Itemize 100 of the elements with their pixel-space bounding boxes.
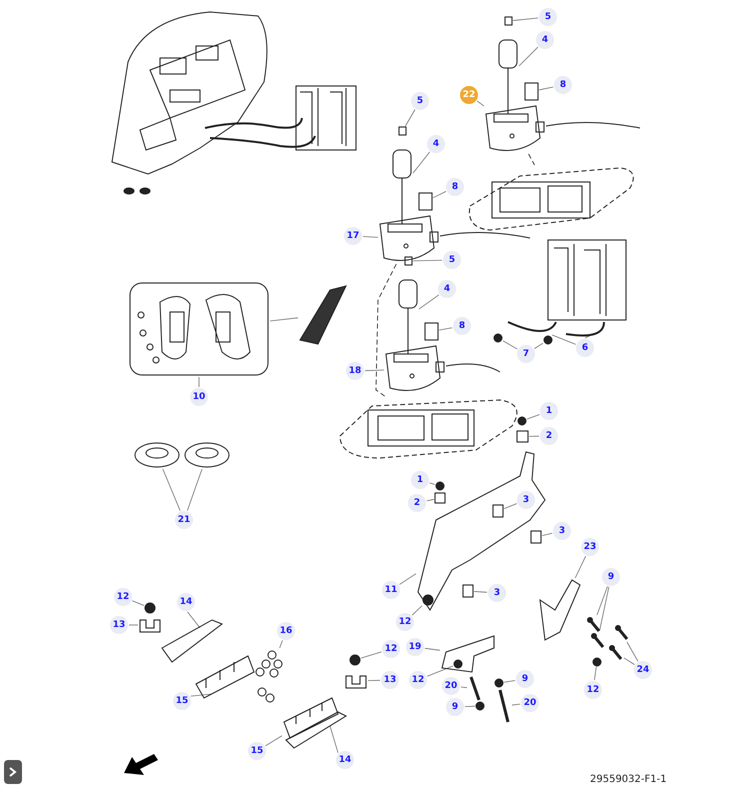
callout-number: 14 xyxy=(336,751,354,769)
leader-line xyxy=(360,652,382,659)
lever-grip xyxy=(391,148,413,226)
callout-number: 3 xyxy=(553,522,571,540)
leader-line xyxy=(526,414,540,420)
callout-number: 15 xyxy=(173,692,191,710)
leader-line xyxy=(424,648,440,651)
screw xyxy=(418,192,433,211)
leader-line xyxy=(270,317,298,322)
knob xyxy=(404,256,413,266)
leader-line xyxy=(198,376,200,388)
leader-line xyxy=(464,706,476,707)
leader-line xyxy=(132,600,144,606)
spacer xyxy=(516,430,529,443)
callout-number: 12 xyxy=(382,640,400,658)
leader-line xyxy=(574,556,586,578)
nut xyxy=(144,602,156,614)
clip xyxy=(493,332,503,344)
callout-number: 22 xyxy=(460,86,478,104)
bracket xyxy=(440,634,496,674)
screw xyxy=(530,530,542,544)
callout-number: 4 xyxy=(438,280,456,298)
callout-number: 15 xyxy=(248,742,266,760)
callout-number: 8 xyxy=(453,317,471,335)
callout-number: 1 xyxy=(411,471,429,489)
callout-number: 20 xyxy=(521,694,539,712)
bolt xyxy=(607,643,624,662)
leader-line xyxy=(599,586,610,632)
leader-line xyxy=(364,370,384,372)
callout-number: 11 xyxy=(382,581,400,599)
leader-line xyxy=(412,605,422,616)
nut xyxy=(435,481,445,491)
nut xyxy=(349,654,361,666)
callout-number: 12 xyxy=(584,681,602,699)
callout-number: 14 xyxy=(177,593,195,611)
leader-line xyxy=(432,191,446,198)
bolt xyxy=(613,623,630,642)
callout-number: 1 xyxy=(540,402,558,420)
bracket xyxy=(538,578,582,642)
leader-line xyxy=(412,260,442,262)
callout-number: 2 xyxy=(408,494,426,512)
callout-number: 13 xyxy=(110,616,128,634)
callout-number: 21 xyxy=(175,511,193,529)
leader-line xyxy=(552,334,576,345)
callout-number: 4 xyxy=(427,135,445,153)
panel-kit-drawing xyxy=(128,281,270,377)
leader-line xyxy=(594,666,597,680)
nut xyxy=(475,701,485,711)
callout-number: 18 xyxy=(346,362,364,380)
leader-line xyxy=(186,468,202,511)
callout-number: 3 xyxy=(517,491,535,509)
callout-number: 5 xyxy=(443,251,461,269)
callout-number: 13 xyxy=(381,671,399,689)
callout-number: 20 xyxy=(442,677,460,695)
callout-number: 10 xyxy=(190,388,208,406)
leader-line xyxy=(512,704,520,706)
callout-number: 24 xyxy=(634,661,652,679)
leader-line xyxy=(502,340,518,350)
callout-number: 8 xyxy=(554,76,572,94)
callout-number: 3 xyxy=(488,584,506,602)
callout-number: 7 xyxy=(517,345,535,363)
clip xyxy=(543,334,553,346)
callout-number: 4 xyxy=(536,31,554,49)
leader-line xyxy=(542,532,553,536)
callout-number: 12 xyxy=(114,588,132,606)
callout-number: 8 xyxy=(446,178,464,196)
leader-line xyxy=(362,236,378,238)
callout-number: 12 xyxy=(396,613,414,631)
leader-line xyxy=(405,109,416,126)
leader-line xyxy=(398,573,416,585)
leader-line xyxy=(512,18,538,21)
callout-number: 12 xyxy=(409,671,427,689)
knob xyxy=(504,16,513,26)
screw xyxy=(492,504,504,518)
grommet xyxy=(133,441,181,469)
leader-line xyxy=(474,591,488,593)
leader-line xyxy=(504,503,518,510)
leader-line xyxy=(538,86,554,90)
leader-line xyxy=(528,436,540,437)
leader-line xyxy=(534,342,544,350)
leader-line xyxy=(460,686,468,688)
leader-line xyxy=(624,658,635,666)
callout-number: 16 xyxy=(277,622,295,640)
leader-line xyxy=(504,680,516,683)
screw xyxy=(462,584,474,598)
callout-number: 2 xyxy=(540,427,558,445)
screw xyxy=(524,82,539,101)
leader-line xyxy=(518,46,538,66)
leader-line xyxy=(190,694,212,697)
assembly-line xyxy=(528,154,535,166)
assembly-line xyxy=(376,264,397,398)
leader-line xyxy=(476,100,484,106)
lever-grip xyxy=(397,278,419,356)
callout-number: 9 xyxy=(516,670,534,688)
rod xyxy=(496,687,512,725)
leader-line xyxy=(128,624,138,626)
callout-number: 23 xyxy=(581,538,599,556)
callout-number: 5 xyxy=(539,8,557,26)
leader-line xyxy=(426,666,454,677)
bolt xyxy=(589,631,606,650)
